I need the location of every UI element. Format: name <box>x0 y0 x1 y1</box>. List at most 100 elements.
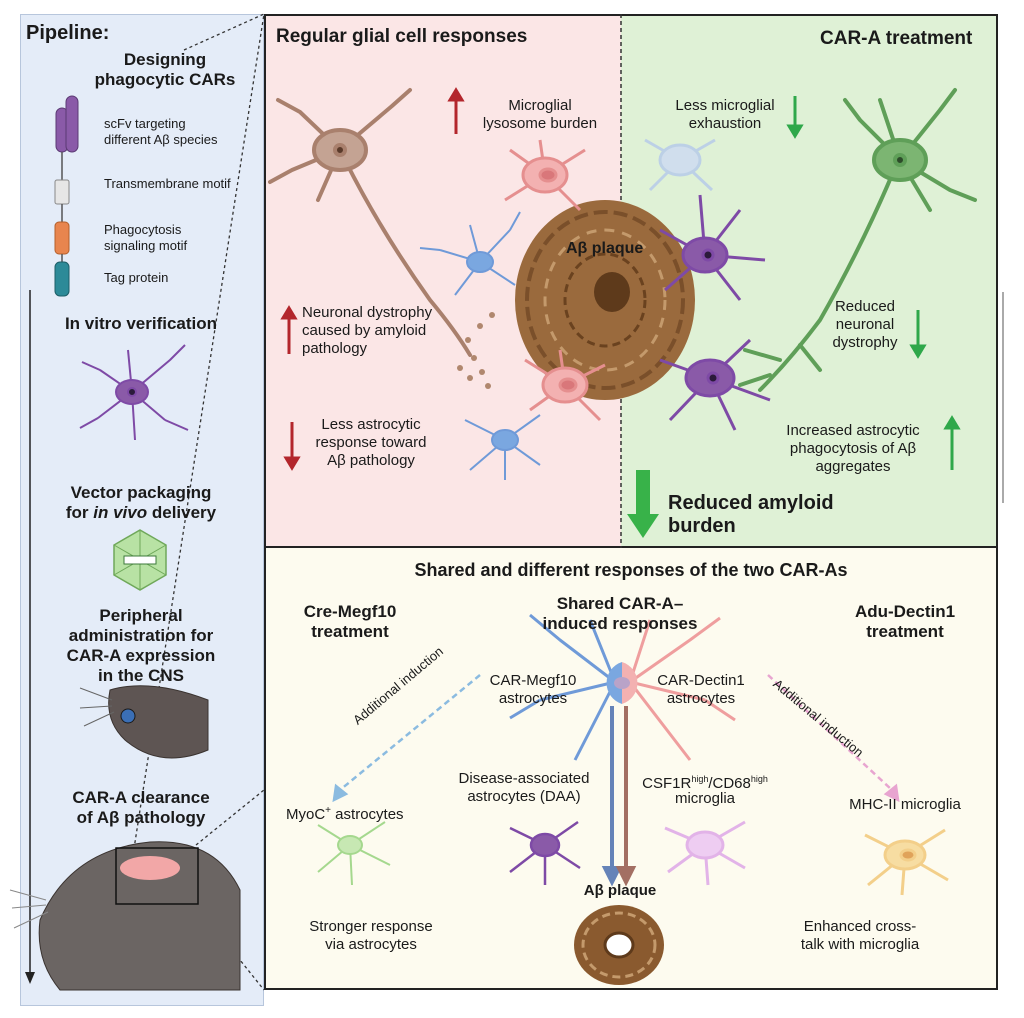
daa-label-b: astrocytes (DAA) <box>467 788 581 805</box>
myoc-rest: astrocytes <box>331 806 404 823</box>
top-frame <box>264 14 998 548</box>
shared-label-b: induced responses <box>542 614 698 633</box>
step4-title-c: CAR-A expression <box>66 646 216 665</box>
up-arrow-microglial <box>447 87 465 134</box>
myoc-text: MyoC <box>286 806 326 823</box>
step2-title: In vitro verification <box>64 314 218 333</box>
dectin-label-b: astrocytes <box>666 690 736 707</box>
adu-label-b: treatment <box>866 622 944 641</box>
step5-title-a: CAR-A clearance <box>72 788 210 807</box>
exhaust-label-b: exhaustion <box>688 115 762 132</box>
step4-title-d: in the CNS <box>98 666 184 685</box>
pink-microglia-bottom <box>524 349 606 422</box>
csf-label-a: CSF1Rhigh/CD68high <box>630 770 780 793</box>
burden-label-b: burden <box>668 515 736 537</box>
shared-title: Shared and different responses of the tw… <box>414 560 848 580</box>
pipeline-panel <box>20 14 264 1006</box>
timeline-arrowhead <box>25 972 35 984</box>
purple-astrocyte-top <box>659 194 766 301</box>
mouse-body-icon <box>9 841 241 991</box>
dystrophy-label-c: pathology <box>302 340 368 357</box>
up-arrow-dystrophy <box>280 305 298 354</box>
csf-sup1: high <box>691 774 709 784</box>
mhc-microglia-icon <box>864 828 949 896</box>
cre-label-b: treatment <box>311 622 389 641</box>
csf-mid: /CD68 <box>708 775 751 792</box>
dystrophy-label-b: caused by amyloid <box>302 322 427 339</box>
car-scfv-label: scFv targeting different Aβ species <box>104 116 218 147</box>
car-phagocytosis-label: Phagocytosis signaling motif <box>104 222 188 253</box>
astro-label-b: response toward <box>315 434 427 451</box>
cara-title: CAR-A treatment <box>820 28 973 49</box>
csf-label-b: microglia <box>674 790 735 807</box>
increased-label-c: aggregates <box>815 458 891 475</box>
mouse-head-icon <box>79 685 209 759</box>
burden-label-a: Reduced amyloid <box>668 492 834 514</box>
purple-astrocyte-bottom <box>659 338 771 431</box>
pink-microglia-top <box>504 139 586 212</box>
step3-title-line2: for in vivo delivery <box>20 503 262 523</box>
shared-label-a: Shared CAR-A– <box>556 594 684 613</box>
faded-microglia-icon <box>644 138 716 192</box>
enhanced-label-a: Enhanced cross- <box>803 918 917 935</box>
step3-title-c: in vivo <box>93 503 148 522</box>
green-neuron-icon <box>738 88 977 392</box>
car-transmembrane-label: Transmembrane motif <box>104 176 231 191</box>
zoom-line-a <box>195 789 265 846</box>
myoc-astrocyte-icon <box>317 821 391 886</box>
adu-label-a: Adu-Dectin1 <box>854 602 956 621</box>
dectin-label-a: CAR-Dectin1 <box>657 672 745 689</box>
stronger-label-b: via astrocytes <box>325 936 417 953</box>
blue-arrow-down <box>601 706 623 887</box>
brown-neuron-icon <box>268 88 472 357</box>
reduced-label-b: neuronal <box>835 316 895 333</box>
step3-title-b: for <box>65 503 89 522</box>
microglial-label-a: Microglial <box>508 97 572 114</box>
daa-astrocyte-icon <box>509 820 581 885</box>
zoom-line-top <box>183 13 265 51</box>
zoom-box <box>115 847 199 905</box>
increased-label-b: phagocytosis of Aβ <box>789 440 917 457</box>
plaque-label: Aβ plaque <box>566 240 644 257</box>
stronger-label-a: Stronger response <box>309 918 433 935</box>
exhaust-label-a: Less microglial <box>675 97 775 114</box>
daa-label-a: Disease-associated <box>458 770 590 787</box>
step5-title-b: of Aβ pathology <box>76 808 206 827</box>
microglial-label-b: lysosome burden <box>482 115 598 132</box>
down-arrow-astro <box>283 422 301 471</box>
blue-astrocyte-mid <box>419 211 521 296</box>
reduced-label-c: dystrophy <box>832 334 898 351</box>
dystrophic-beads <box>457 312 495 389</box>
bottom-plaque-label: Aβ plaque <box>583 882 657 899</box>
brown-arrow-down <box>615 706 637 887</box>
car-tag-label: Tag protein <box>104 270 169 285</box>
dystrophy-label-a: Neuronal dystrophy <box>302 304 433 321</box>
step1-title-b: phagocytic CARs <box>94 70 236 89</box>
mhc-label: MHC-II microglia <box>849 796 961 813</box>
increased-label-a: Increased astrocytic <box>786 422 920 439</box>
regular-title: Regular glial cell responses <box>276 26 528 47</box>
bottom-plaque-icon <box>574 905 664 985</box>
dashed-arrow-left <box>332 674 481 803</box>
dashed-arrow-right <box>767 674 900 803</box>
in-vitro-astrocyte-icon <box>79 344 189 441</box>
myoc-sup: + <box>325 805 332 816</box>
csf-microglia-icon <box>664 820 746 886</box>
blue-astrocyte-low <box>464 414 541 480</box>
step4-title-b: administration for <box>68 626 214 645</box>
car-astrocyte-pair-icon <box>509 613 736 761</box>
cre-label-a: Cre-Megf10 <box>303 602 397 621</box>
csf-text: CSF1R <box>642 775 692 792</box>
step3-title-d: delivery <box>151 503 217 522</box>
enhanced-label-b: talk with microglia <box>800 936 920 953</box>
aav-capsid-icon <box>113 529 167 591</box>
astro-label-a: Less astrocytic <box>321 416 421 433</box>
pipeline-title: Pipeline: <box>26 22 110 44</box>
up-arrow-phagocytosis <box>943 415 961 470</box>
big-down-arrow <box>627 470 659 538</box>
megf10-label-a: CAR-Megf10 <box>489 672 577 689</box>
astro-label-c: Aβ pathology <box>327 452 415 469</box>
step4-title-a: Peripheral <box>99 606 183 625</box>
down-arrow-dystrophy <box>909 310 927 359</box>
